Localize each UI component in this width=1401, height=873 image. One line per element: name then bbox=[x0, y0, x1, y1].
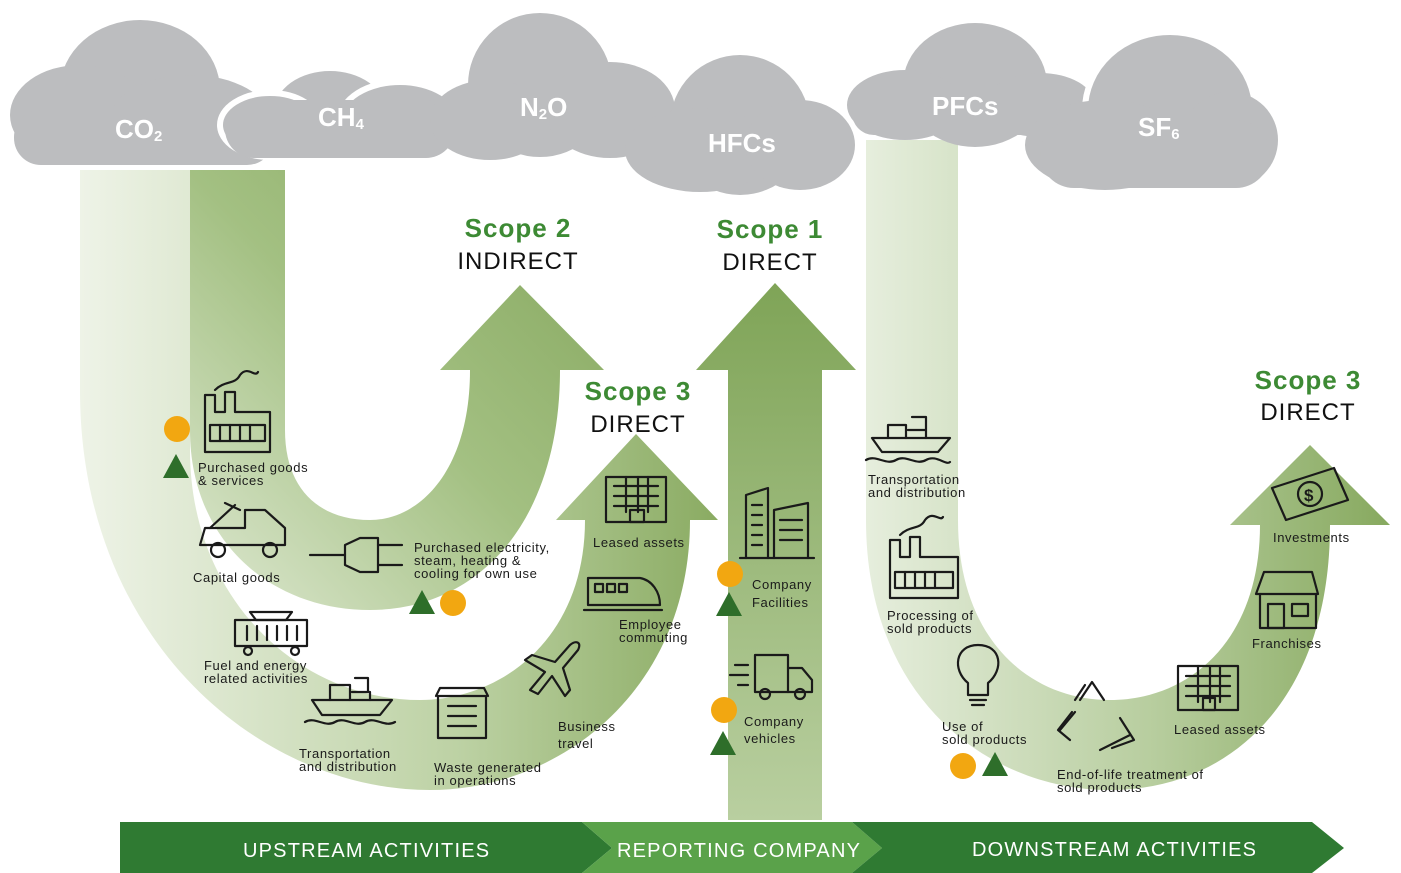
skyscraper-icon bbox=[738, 486, 816, 560]
scope2-title: Scope 2 bbox=[464, 213, 572, 243]
marker-circle bbox=[164, 416, 190, 442]
gas-pfcs: PFCs bbox=[932, 91, 999, 121]
marker-circle bbox=[717, 561, 743, 587]
label-upstream-transport: Transportation and distribution bbox=[299, 746, 397, 774]
band-downstream bbox=[852, 822, 1344, 873]
factory-icon bbox=[203, 370, 272, 454]
band-reporting bbox=[582, 822, 882, 873]
plug-icon bbox=[308, 536, 404, 574]
scope3-downstream-arrow bbox=[866, 140, 1390, 790]
train-icon bbox=[582, 576, 664, 612]
label-capital-goods: Capital goods bbox=[193, 570, 281, 585]
gas-co2: CO2 bbox=[115, 114, 162, 145]
tow-truck-icon bbox=[198, 501, 287, 559]
band-label-downstream: DOWNSTREAM ACTIVITIES bbox=[972, 839, 1258, 861]
scope1-subtitle: DIRECT bbox=[722, 249, 818, 276]
scope2-subtitle: INDIRECT bbox=[457, 248, 579, 275]
marker-triangle bbox=[716, 592, 742, 616]
office-building-icon bbox=[1176, 664, 1240, 712]
label-downstream-transport: Transportation and distribution bbox=[868, 472, 966, 500]
scope3-downstream-title: Scope 3 bbox=[1254, 365, 1362, 395]
label-end-of-life: End-of-life treatment of sold products bbox=[1057, 767, 1204, 795]
office-building-icon bbox=[604, 475, 668, 524]
gas-n2o-tail: O bbox=[547, 92, 568, 122]
label-franchises: Franchises bbox=[1252, 636, 1322, 651]
gas-sf6-formula: SF bbox=[1138, 112, 1172, 142]
scope3-upstream-arrow bbox=[80, 170, 718, 790]
gas-ch4: CH4 bbox=[318, 102, 364, 133]
label-fuel-energy: Fuel and energy related activities bbox=[204, 658, 309, 686]
marker-triangle bbox=[163, 454, 189, 478]
gas-n2o: N2O bbox=[520, 92, 567, 123]
band-upstream bbox=[120, 822, 612, 873]
label-investments: Investments bbox=[1273, 530, 1350, 545]
dumpster-icon bbox=[434, 686, 490, 740]
dollar-sign: $ bbox=[1304, 486, 1314, 505]
marker-circle bbox=[440, 590, 466, 616]
marker-triangle bbox=[409, 590, 435, 614]
label-waste: Waste generated in operations bbox=[434, 760, 542, 788]
storefront-icon bbox=[1254, 570, 1320, 630]
cloud-shapes bbox=[10, 7, 1278, 195]
gas-ch4-subscript: 4 bbox=[355, 116, 364, 133]
gas-ch4-formula: CH bbox=[318, 102, 356, 132]
marker-circle bbox=[711, 697, 737, 723]
gas-n2o-subscript: 2 bbox=[538, 106, 548, 123]
money-icon bbox=[1270, 466, 1350, 522]
gas-co2-formula: CO bbox=[115, 114, 154, 144]
band-label-upstream: UPSTREAM ACTIVITIES bbox=[243, 840, 491, 862]
railcar-icon bbox=[233, 610, 309, 657]
label-employee-commuting: Employee commuting bbox=[619, 617, 688, 645]
delivery-truck-icon bbox=[728, 653, 814, 701]
scope3-downstream-subtitle: DIRECT bbox=[1260, 399, 1356, 426]
recycle-icon bbox=[1056, 680, 1136, 752]
scope2-arrow bbox=[190, 170, 604, 610]
gas-hfcs: HFCs bbox=[708, 128, 776, 158]
scope1-arrow bbox=[696, 283, 856, 820]
airplane-icon bbox=[523, 641, 581, 698]
label-downstream-leased-assets: Leased assets bbox=[1174, 722, 1266, 737]
scope3-upstream-subtitle: DIRECT bbox=[590, 411, 686, 438]
marker-triangle bbox=[710, 731, 736, 755]
label-use-sold-products: Use of sold products bbox=[942, 719, 1028, 747]
ship-icon bbox=[864, 415, 952, 464]
band-label-reporting: REPORTING COMPANY bbox=[617, 840, 862, 862]
marker-circle bbox=[950, 753, 976, 779]
light-bulb-icon bbox=[956, 643, 1000, 707]
ship-icon bbox=[303, 676, 397, 725]
label-business-travel: Business travel bbox=[558, 719, 616, 751]
scope3-upstream-title: Scope 3 bbox=[584, 376, 692, 406]
factory-icon bbox=[888, 514, 960, 600]
gas-co2-subscript: 2 bbox=[154, 128, 163, 145]
label-company-facilities: Company Facilities bbox=[752, 577, 812, 610]
label-purchased-goods: Purchased goods & services bbox=[198, 460, 309, 488]
label-upstream-leased-assets: Leased assets bbox=[593, 535, 685, 550]
label-company-vehicles: Company vehicles bbox=[744, 714, 804, 746]
gas-sf6: SF6 bbox=[1138, 112, 1180, 143]
label-processing: Processing of sold products bbox=[887, 608, 974, 636]
gas-n2o-formula: N bbox=[520, 92, 539, 122]
label-purchased-electricity: Purchased electricity, steam, heating & … bbox=[414, 540, 550, 581]
scope1-title: Scope 1 bbox=[716, 214, 824, 244]
marker-triangle bbox=[982, 752, 1008, 776]
gas-sf6-subscript: 6 bbox=[1171, 126, 1180, 143]
